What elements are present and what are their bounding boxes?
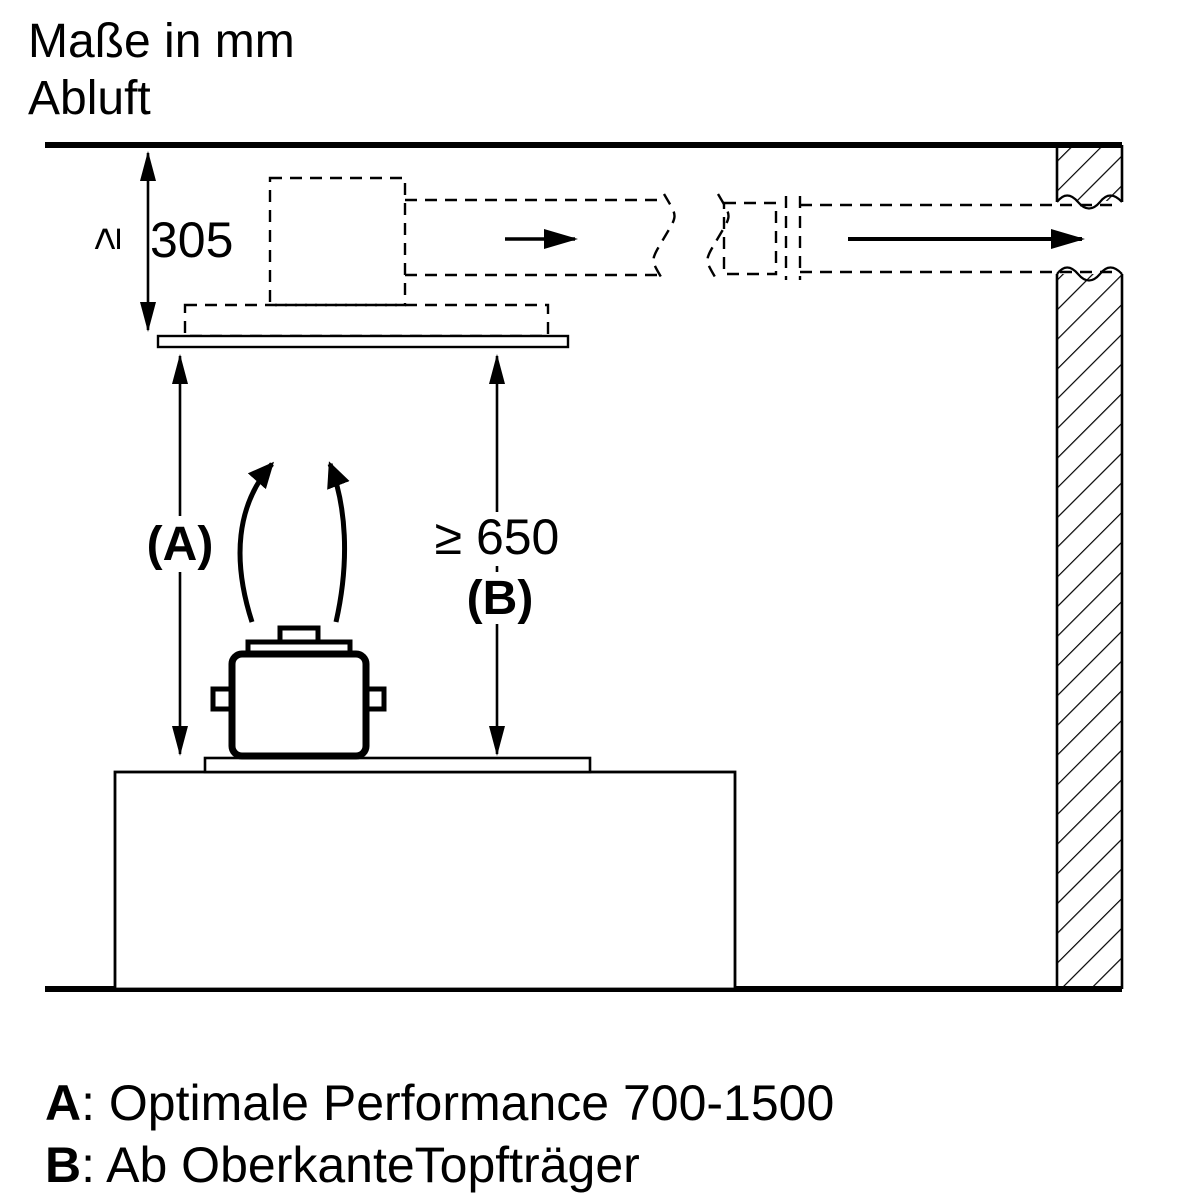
counter-cabinet: [113, 770, 737, 991]
dim-a-label-bg: [136, 516, 224, 572]
dimension-b: ≥ 650 (B): [414, 354, 580, 756]
legend-b-text: : Ab OberkanteTopfträger: [81, 1137, 640, 1193]
hood-panel: [156, 334, 570, 349]
blower-unit-outline: [268, 176, 407, 307]
hood-housing-outline: [183, 303, 550, 338]
legend-a-key: A: [45, 1075, 81, 1131]
pot-body: [228, 650, 370, 760]
dim-305-symbol: ≥: [82, 227, 129, 250]
title-units: Maße in mm: [28, 15, 295, 68]
duct-run: [183, 176, 1118, 338]
steam-arrow-left: [237, 461, 274, 623]
flex-duct-break-2: [706, 193, 730, 283]
dim-b-value-bg: [414, 512, 580, 566]
dimension-305: ≥ 305: [82, 151, 233, 332]
dimension-a: (A): [136, 354, 224, 756]
wall-opening-break-bottom: [1056, 266, 1123, 282]
dim-b-value: ≥ 650: [435, 509, 560, 565]
pot-icon: [210, 625, 387, 760]
cooktop-surface: [203, 756, 592, 774]
legend-line-b: B: Ab OberkanteTopfträger: [45, 1137, 640, 1193]
dim-b-label: (B): [467, 572, 534, 625]
dim-a-label: (A): [147, 518, 214, 571]
dim-b-label-bg: [454, 572, 546, 624]
wall-hatch-upper: [1057, 148, 1122, 201]
legend-a-text: : Optimale Performance 700-1500: [81, 1075, 834, 1131]
steam-arrow-right: [327, 461, 350, 623]
legend-line-a: A: Optimale Performance 700-1500: [45, 1075, 834, 1131]
legend: A: Optimale Performance 700-1500 B: Ab O…: [45, 1075, 834, 1193]
duct-connector-outline: [722, 201, 778, 276]
wall-hatch-lower: [1057, 274, 1122, 987]
legend-b-key: B: [45, 1137, 81, 1193]
flex-duct-break-1: [652, 193, 676, 283]
title-mode: Abluft: [28, 72, 151, 125]
dim-305-value: 305: [150, 212, 233, 268]
wall-section: [1055, 145, 1124, 989]
wall-opening-break-top: [1056, 194, 1123, 210]
